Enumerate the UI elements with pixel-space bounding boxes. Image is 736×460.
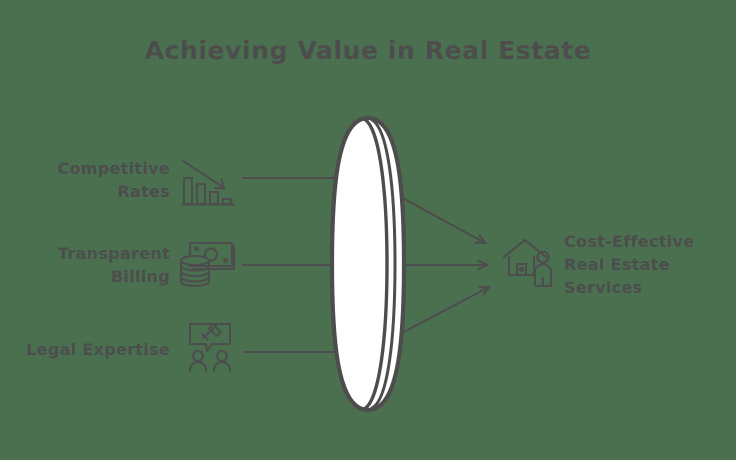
- converging-lens-shape: [329, 115, 407, 413]
- page-title: Achieving Value in Real Estate: [0, 36, 736, 65]
- input-label-line-2: Billing: [110, 267, 170, 286]
- input-label-line-1: Transparent: [57, 244, 170, 263]
- output-label-line-3: Services: [564, 278, 643, 297]
- output-label-cost-effective-real-estate-services: Cost-Effective Real Estate Services: [564, 230, 724, 299]
- money-coins-icon: [177, 239, 237, 287]
- house-person-icon: [503, 238, 557, 288]
- gavel-people-icon: [182, 322, 238, 372]
- input-label-transparent-billing: Transparent Billing: [10, 242, 170, 288]
- input-label-line-2: Rates: [117, 182, 170, 201]
- declining-bar-chart-icon: [181, 157, 237, 207]
- input-label-legal-expertise: Legal Expertise: [0, 338, 170, 361]
- input-label-line-1: Competitive: [57, 159, 170, 178]
- output-label-line-2: Real Estate: [564, 255, 670, 274]
- input-label-competitive-rates: Competitive Rates: [10, 157, 170, 203]
- page-title-text: Achieving Value in Real Estate: [144, 36, 592, 65]
- input-label-line-1: Legal Expertise: [26, 340, 170, 359]
- output-label-line-1: Cost-Effective: [564, 232, 695, 251]
